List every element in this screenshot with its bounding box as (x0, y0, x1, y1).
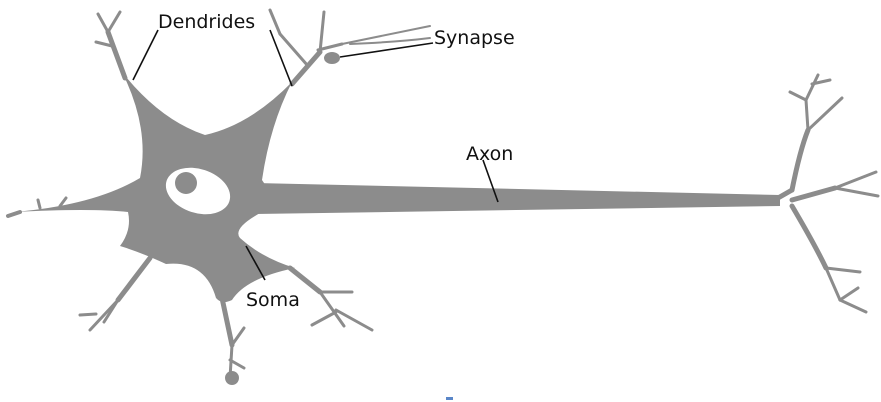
label-soma: Soma (246, 289, 300, 311)
label-synapse: Synapse (434, 27, 515, 49)
soma-body (15, 72, 295, 302)
synapse-bulb (324, 52, 340, 64)
axon-terminal-branches (778, 75, 878, 312)
synapse-leader (340, 43, 433, 57)
blue-marker (446, 397, 453, 400)
dendrides-leader-right (270, 30, 292, 86)
nucleolus (175, 172, 197, 194)
neuron-cell (8, 10, 878, 385)
label-dendrides: Dendrides (158, 11, 255, 33)
dendrides-leader-left (133, 30, 158, 80)
dendrite-bulb (225, 371, 239, 385)
label-axon: Axon (466, 143, 513, 165)
axon-shaft (255, 183, 780, 214)
